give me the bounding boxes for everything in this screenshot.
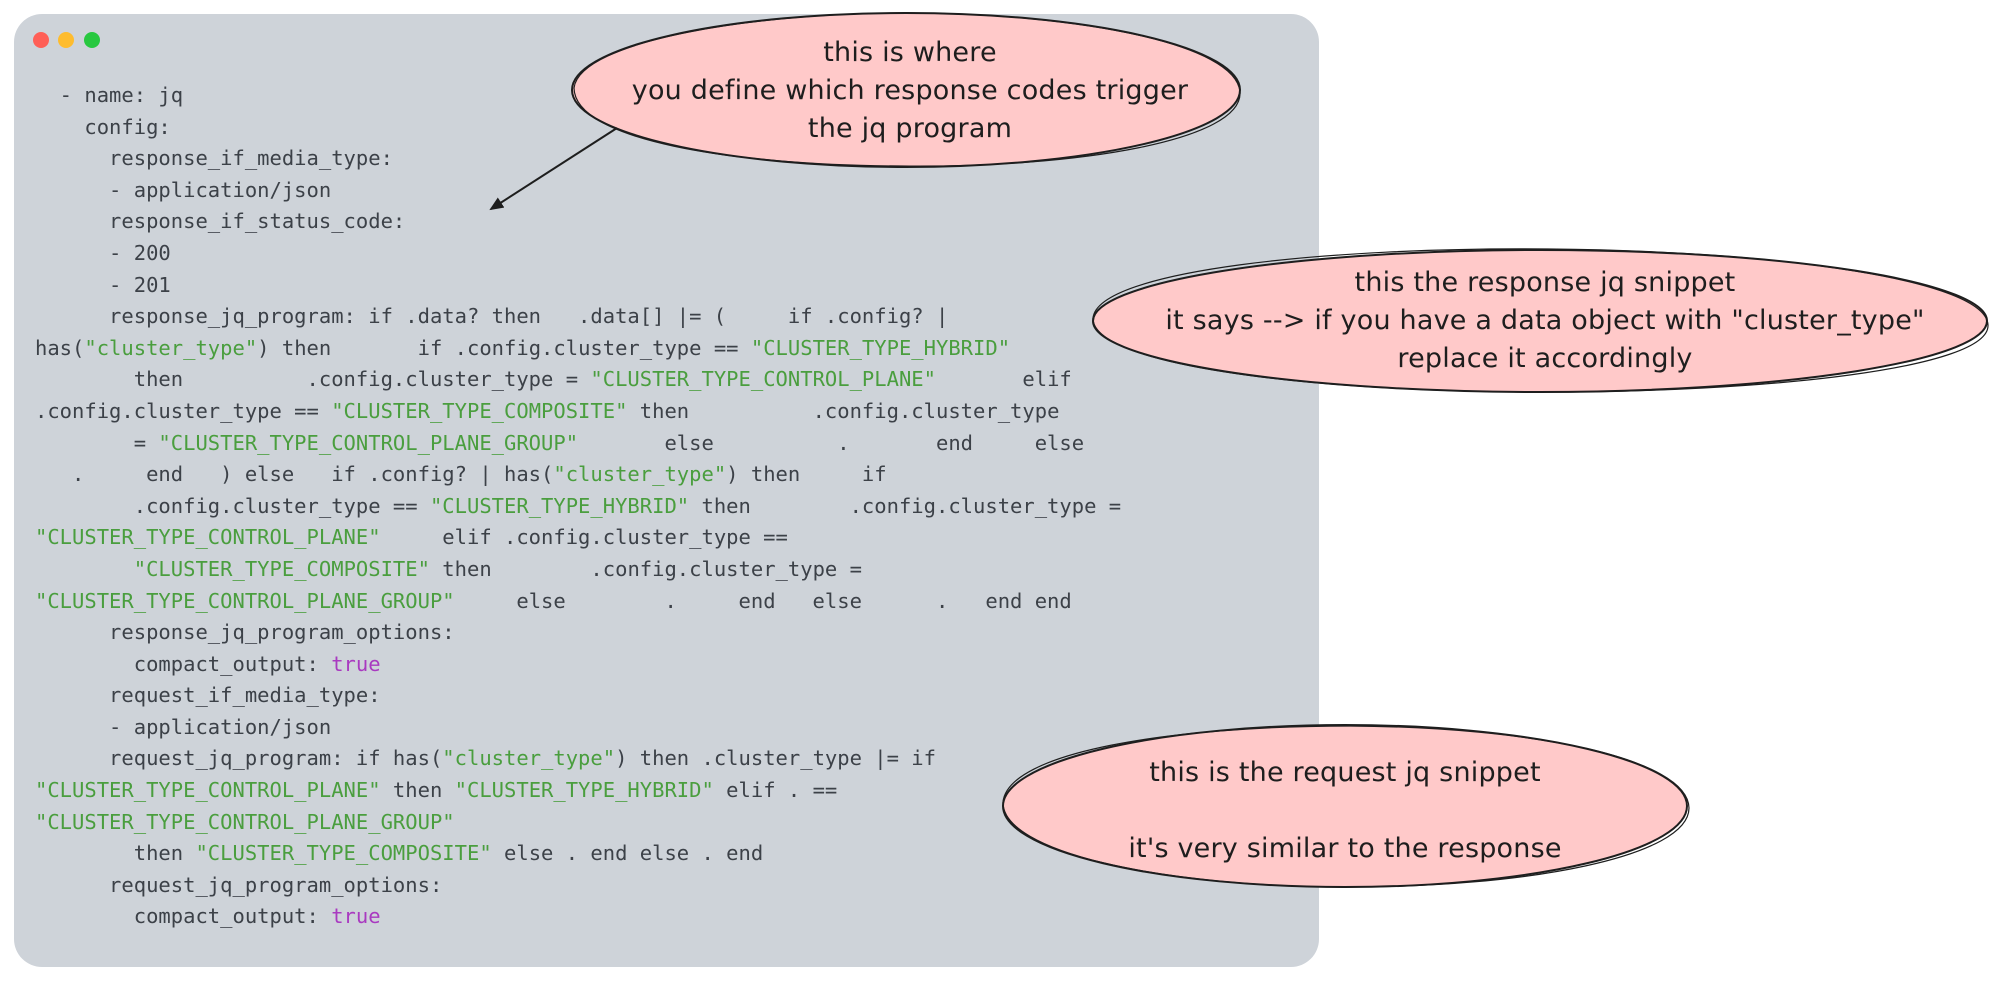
code-string-token: "CLUSTER_TYPE_COMPOSITE" — [133, 556, 430, 581]
code-text-token: else . end else — [578, 430, 1085, 455]
code-text-token: config: — [35, 114, 171, 139]
code-text-token: request_jq_program: if has( — [35, 746, 443, 771]
code-string-token: "CLUSTER_TYPE_COMPOSITE" — [195, 841, 492, 866]
callout-response-jq — [1092, 248, 1989, 393]
code-text-token: - 200 — [35, 240, 171, 265]
code-line: - 200 — [35, 238, 1121, 270]
code-line: .config.cluster_type == "CLUSTER_TYPE_HY… — [35, 491, 1121, 523]
close-window-dot[interactable] — [33, 32, 49, 48]
code-boolean-token: true — [331, 651, 381, 676]
code-text-token: - application/json — [35, 177, 332, 202]
code-text-token: response_jq_program_options: — [35, 620, 455, 645]
code-line: request_if_media_type: — [35, 680, 1121, 712]
code-line: compact_output: true — [35, 649, 1121, 681]
code-line: "CLUSTER_TYPE_CONTROL_PLANE" elif .confi… — [35, 522, 1121, 554]
code-line: then "CLUSTER_TYPE_COMPOSITE" else . end… — [35, 838, 1121, 870]
yaml-code-block: - name: jq config: response_if_media_typ… — [35, 80, 1121, 933]
code-line: - 201 — [35, 270, 1121, 302]
code-text-token: - name: jq — [35, 83, 184, 107]
code-text-token: ) then .cluster_type |= if — [615, 746, 936, 771]
code-text-token: then — [380, 778, 455, 803]
code-line: . end ) else if .config? | has("cluster_… — [35, 459, 1121, 491]
code-text-token: then .config.cluster_type = — [429, 556, 862, 581]
code-line: .config.cluster_type == "CLUSTER_TYPE_CO… — [35, 396, 1121, 428]
code-line: config: — [35, 112, 1121, 144]
code-line: - application/json — [35, 712, 1121, 744]
code-line: - name: jq — [35, 80, 1121, 112]
callout-arrow — [489, 127, 618, 211]
callout-bubble-outline — [1002, 725, 1690, 888]
code-line: "CLUSTER_TYPE_CONTROL_PLANE" then "CLUST… — [35, 775, 1121, 807]
code-text-token: request_jq_program_options: — [35, 872, 443, 897]
code-text-token: .config.cluster_type == — [35, 398, 332, 423]
code-line: "CLUSTER_TYPE_CONTROL_PLANE_GROUP" — [35, 807, 1121, 839]
code-line: "CLUSTER_TYPE_CONTROL_PLANE_GROUP" else … — [35, 586, 1121, 618]
code-string-token: "CLUSTER_TYPE_HYBRID" — [429, 493, 690, 518]
code-text-token: then — [35, 841, 196, 866]
code-line: compact_output: true — [35, 901, 1121, 933]
code-text-token: response_jq_program: if .data? then .dat… — [35, 304, 949, 329]
code-text-token: = — [35, 430, 159, 455]
code-text-token: else . end else . end end — [454, 588, 1072, 613]
callout-status-codes-text: this is where you define which response … — [631, 37, 1189, 144]
code-text-token: compact_output: — [35, 651, 332, 676]
code-string-token: "CLUSTER_TYPE_HYBRID" — [454, 778, 714, 803]
code-text-token: ) then if — [726, 462, 887, 487]
code-line: = "CLUSTER_TYPE_CONTROL_PLANE_GROUP" els… — [35, 428, 1121, 460]
maximize-window-dot[interactable] — [84, 32, 100, 48]
code-line: request_jq_program: if has("cluster_type… — [35, 743, 1121, 775]
code-string-token: "CLUSTER_TYPE_CONTROL_PLANE" — [35, 778, 381, 803]
callout-bubble-outline — [1092, 248, 1989, 393]
code-text-token: has( — [35, 335, 85, 360]
code-string-token: "CLUSTER_TYPE_CONTROL_PLANE_GROUP" — [35, 809, 455, 834]
code-text-token: compact_output: — [35, 904, 332, 929]
code-string-token: "cluster_type" — [442, 746, 616, 771]
code-text-token: elif .config.cluster_type == — [380, 525, 788, 550]
callout-response-jq-text: this the response jq snippet it says -->… — [1165, 267, 1925, 374]
code-text-token: response_if_status_code: — [35, 209, 406, 234]
code-text-token: - application/json — [35, 714, 332, 739]
code-line: response_jq_program: if .data? then .dat… — [35, 301, 1121, 333]
code-line: response_if_media_type: — [35, 143, 1121, 175]
code-text-token: elif — [935, 367, 1072, 392]
code-line: response_if_status_code: — [35, 206, 1121, 238]
code-string-token: "CLUSTER_TYPE_CONTROL_PLANE_GROUP" — [35, 588, 455, 613]
code-text-token: .config.cluster_type == — [35, 493, 430, 518]
code-line: "CLUSTER_TYPE_COMPOSITE" then .config.cl… — [35, 554, 1121, 586]
code-string-token: "CLUSTER_TYPE_COMPOSITE" — [331, 398, 628, 423]
callout-request-jq — [1002, 724, 1690, 888]
code-text-token: then .config.cluster_type — [627, 398, 1060, 423]
code-line: - application/json — [35, 175, 1121, 207]
code-text-token: . end ) else if .config? | has( — [35, 462, 554, 487]
code-text-token: request_if_media_type: — [35, 683, 381, 708]
code-string-token: "CLUSTER_TYPE_CONTROL_PLANE" — [590, 367, 936, 392]
callout-request-jq-text: this is the request jq snippet it's very… — [1128, 757, 1562, 864]
minimize-window-dot[interactable] — [58, 32, 74, 48]
code-line: has("cluster_type") then if .config.clus… — [35, 333, 1121, 365]
code-string-token: "cluster_type" — [553, 462, 727, 487]
code-text-token: - 201 — [35, 272, 171, 297]
code-string-token: "CLUSTER_TYPE_HYBRID" — [750, 335, 1011, 360]
code-line: request_jq_program_options: — [35, 870, 1121, 902]
callout-bubble-outline — [573, 12, 1241, 167]
code-string-token: "CLUSTER_TYPE_CONTROL_PLANE_GROUP" — [158, 430, 579, 455]
code-boolean-token: true — [331, 904, 381, 929]
code-line: response_jq_program_options: — [35, 617, 1121, 649]
code-text-token: then .config.cluster_type = — [35, 367, 591, 392]
code-text-token: response_if_media_type: — [35, 146, 393, 171]
code-text-token: then .config.cluster_type = — [689, 493, 1122, 518]
callout-status-codes — [489, 12, 1241, 211]
code-line: then .config.cluster_type = "CLUSTER_TYP… — [35, 364, 1121, 396]
code-string-token: "cluster_type" — [84, 335, 258, 360]
code-string-token: "CLUSTER_TYPE_CONTROL_PLANE" — [35, 525, 381, 550]
code-text-token: elif . == — [713, 778, 838, 803]
code-text-token: ) then if .config.cluster_type == — [257, 335, 751, 360]
code-text-token: else . end else . end — [491, 841, 764, 866]
